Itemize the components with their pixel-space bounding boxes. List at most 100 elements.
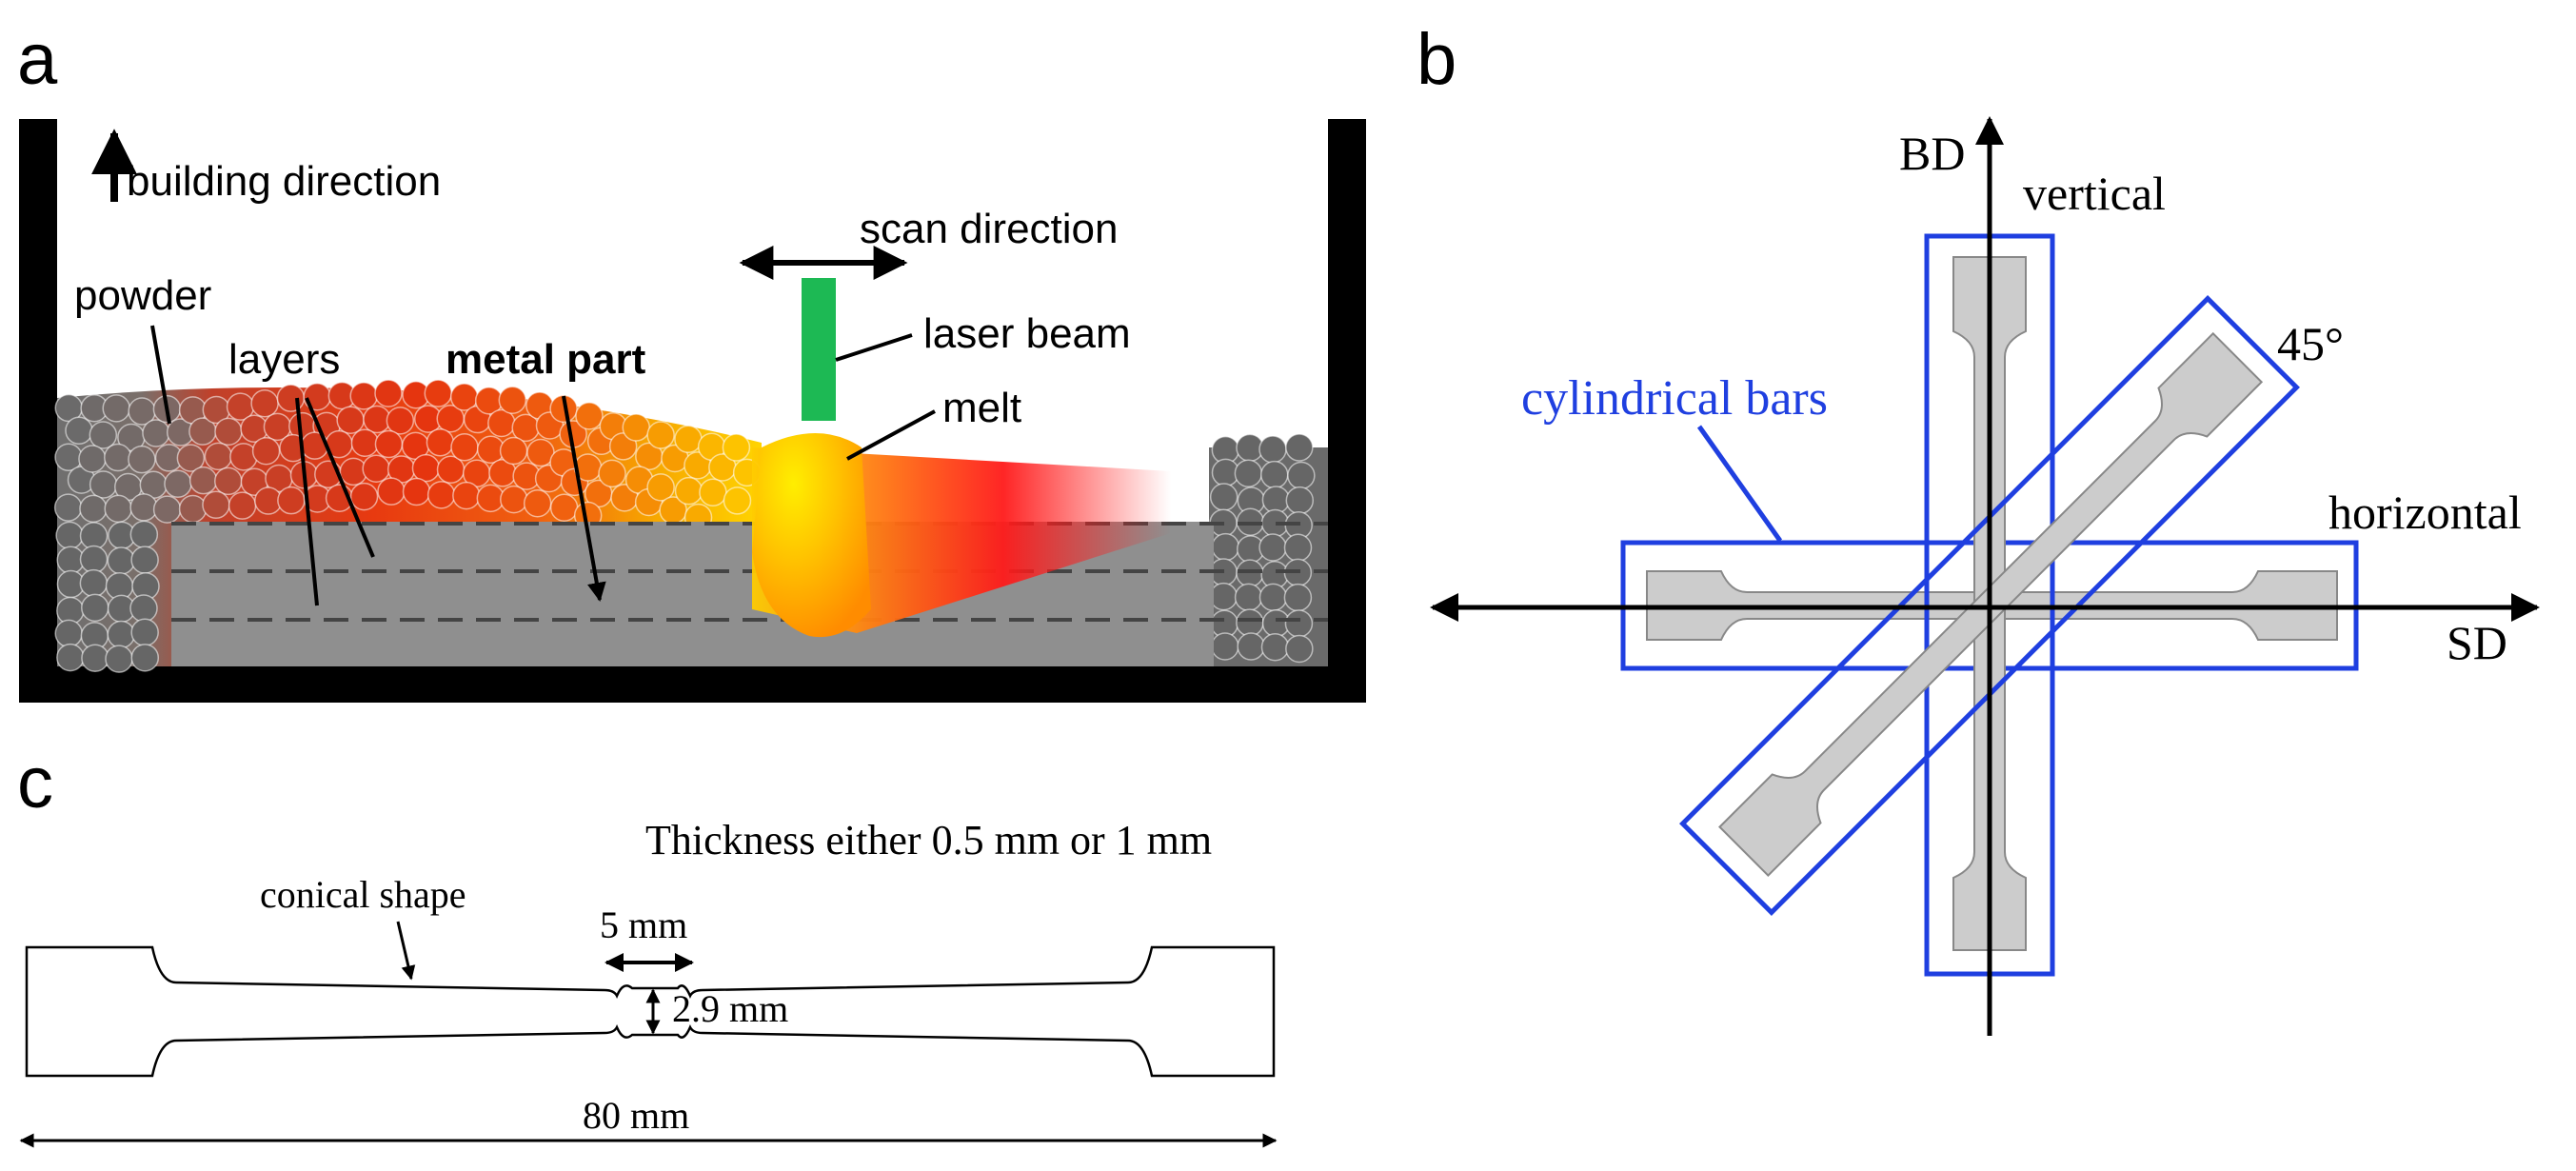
powder-particle bbox=[178, 494, 208, 524]
powder-particle bbox=[699, 478, 727, 507]
powder-particle bbox=[598, 459, 626, 488]
powder-particle bbox=[130, 618, 159, 646]
powder-particle bbox=[1236, 608, 1264, 637]
powder-particle bbox=[79, 568, 109, 598]
melt-pointer bbox=[846, 409, 936, 461]
powder-particle bbox=[56, 643, 85, 672]
metal-part-label: metal part bbox=[446, 336, 646, 383]
powder-particle bbox=[1258, 583, 1288, 612]
powder-particle bbox=[1258, 533, 1287, 562]
powder-particle bbox=[130, 546, 159, 574]
powder-particle bbox=[622, 413, 650, 442]
powder-particle bbox=[723, 486, 752, 515]
powder-particle bbox=[251, 436, 281, 466]
powder-particle bbox=[674, 476, 703, 506]
horizontal-label: horizontal bbox=[2328, 486, 2522, 539]
panel-a: a building direction scan direction powd… bbox=[17, 19, 1366, 703]
gauge-width-label: 2.9 mm bbox=[672, 987, 788, 1030]
powder-particle bbox=[349, 482, 379, 511]
powder-particle bbox=[499, 436, 528, 466]
powder-particle bbox=[1285, 486, 1315, 515]
powder-particle bbox=[1283, 533, 1313, 563]
powder-particle bbox=[250, 388, 279, 418]
melt-label: melt bbox=[942, 385, 1021, 431]
powder-particle bbox=[188, 466, 218, 495]
powder-particle bbox=[1284, 609, 1314, 638]
powder-particle bbox=[1211, 532, 1240, 562]
powder-particle bbox=[374, 429, 404, 459]
cylindrical-bars-label: cylindrical bars bbox=[1521, 371, 1828, 426]
powder-particle bbox=[54, 619, 83, 648]
total-length-label: 80 mm bbox=[583, 1094, 689, 1137]
powder-pointer bbox=[150, 325, 171, 425]
powder-particle bbox=[53, 493, 83, 522]
metal-part-pointer bbox=[562, 395, 606, 602]
powder-particle bbox=[349, 382, 378, 410]
powder-particle bbox=[89, 470, 118, 499]
sd-label: SD bbox=[2447, 616, 2507, 669]
powder-particle bbox=[79, 494, 108, 524]
powder-particle bbox=[1260, 632, 1290, 662]
powder-particle bbox=[164, 469, 192, 499]
powder-particle bbox=[1258, 435, 1287, 464]
powder-particle bbox=[79, 522, 109, 550]
powder-particle bbox=[674, 425, 703, 454]
powder-particle bbox=[1209, 483, 1238, 511]
angle-label: 45° bbox=[2277, 317, 2344, 370]
powder-particle bbox=[81, 644, 109, 672]
powder-particle bbox=[276, 384, 306, 412]
powder-particle bbox=[646, 421, 675, 449]
powder-particle bbox=[549, 394, 578, 424]
powder-particle bbox=[722, 433, 751, 462]
powder-particle bbox=[523, 488, 552, 518]
powder-particle bbox=[129, 520, 159, 549]
powder-particle bbox=[107, 620, 136, 649]
powder-particle bbox=[78, 445, 107, 473]
scan-direction-label: scan direction bbox=[860, 206, 1118, 252]
powder-particle bbox=[1236, 559, 1264, 587]
powder-particle bbox=[204, 442, 233, 471]
powder-particle bbox=[55, 521, 84, 550]
thickness-label: Thickness either 0.5 mm or 1 mm bbox=[645, 817, 1212, 863]
powder-particle bbox=[1237, 632, 1265, 661]
powder-particle bbox=[107, 546, 136, 575]
panel-b-letter: b bbox=[1417, 19, 1456, 100]
laser-beam bbox=[802, 278, 836, 421]
powder-particle bbox=[129, 594, 158, 623]
powder-particle bbox=[377, 477, 406, 506]
panel-b: b BD SD vertical horizontal 45° cylindri… bbox=[1417, 19, 2540, 1036]
cylindrical-bars-pointer bbox=[1696, 425, 1783, 543]
powder-particle bbox=[303, 382, 331, 411]
powder-particle bbox=[89, 421, 118, 449]
panel-c-letter: c bbox=[17, 743, 53, 824]
bd-label: BD bbox=[1899, 127, 1965, 180]
powder-particle bbox=[336, 406, 365, 434]
melt-pool bbox=[752, 433, 871, 638]
powder-particle bbox=[424, 379, 453, 407]
powder-particle bbox=[65, 416, 93, 446]
powder-particle bbox=[202, 490, 230, 520]
powder-particles bbox=[53, 379, 1316, 673]
powder-particle bbox=[1211, 632, 1239, 661]
panel-c: c Thickness either 0.5 mm or 1 mm conica… bbox=[17, 743, 1278, 1148]
powder-particle bbox=[129, 493, 158, 522]
powder-particle bbox=[450, 433, 479, 462]
powder-particle bbox=[411, 453, 441, 483]
powder-particle bbox=[549, 493, 579, 523]
conical-shape-pointer bbox=[396, 921, 416, 981]
powder-particle bbox=[426, 481, 456, 509]
powder-label: powder bbox=[74, 272, 211, 319]
powder-particle bbox=[102, 394, 130, 423]
powder-particle bbox=[452, 481, 481, 510]
powder-particle bbox=[500, 485, 528, 514]
powder-particle bbox=[362, 454, 390, 483]
powder-particle bbox=[1234, 459, 1263, 487]
powder-particle bbox=[1287, 461, 1316, 490]
powder-particle bbox=[228, 491, 257, 520]
powder-particle bbox=[1259, 460, 1289, 489]
powder-particle bbox=[1283, 583, 1313, 612]
powder-particle bbox=[646, 473, 675, 502]
panel-a-letter: a bbox=[17, 19, 58, 100]
powder-particle bbox=[277, 486, 306, 515]
layers-pointer bbox=[305, 397, 375, 558]
